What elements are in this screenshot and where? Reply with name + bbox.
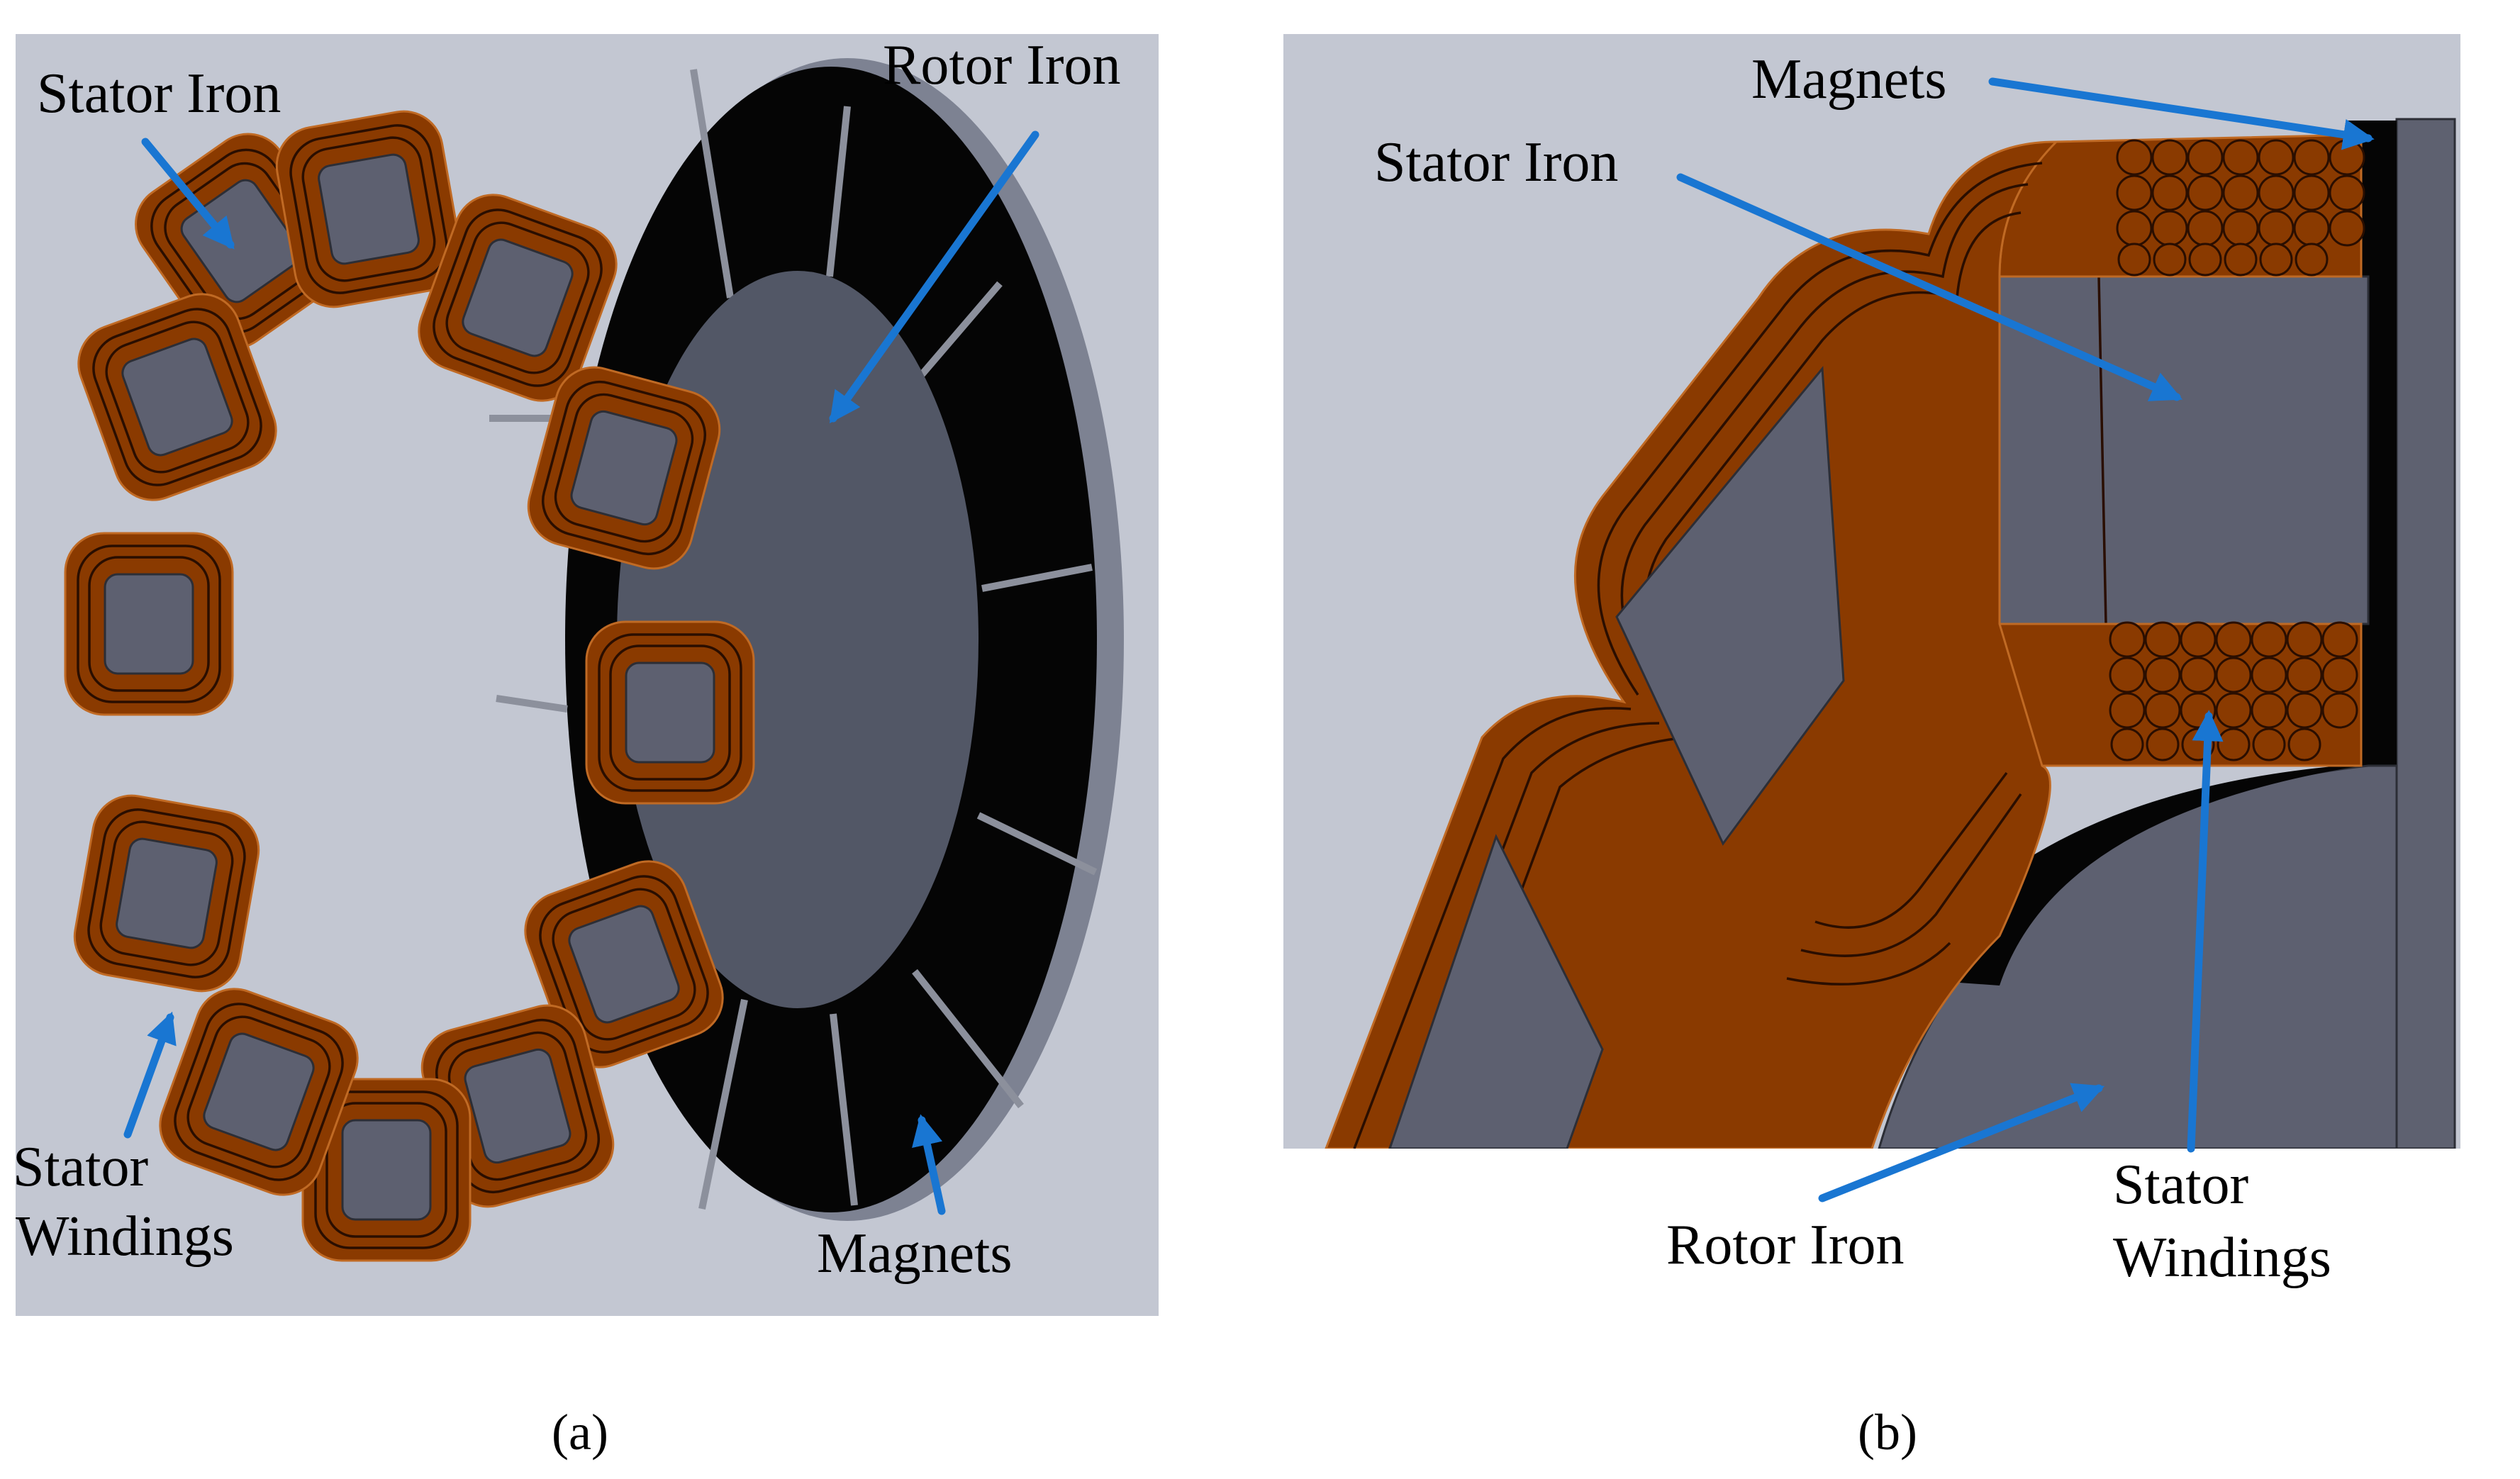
magnet-separators [489, 69, 1098, 1210]
caption-a: (a) [552, 1404, 608, 1461]
label-a-stator-windings-line2: Windings [16, 1205, 234, 1268]
arrow-a-rotor-iron [829, 130, 1039, 424]
stator-iron-window-upper [1615, 366, 1845, 846]
stator-coils [64, 110, 755, 1262]
label-b-stator-windings-line1: Stator [2113, 1154, 2248, 1216]
caption-b: (b) [1858, 1404, 1917, 1461]
arrow-b-rotor-iron [1818, 1083, 2105, 1202]
arrow-b-magnets [1988, 77, 2375, 150]
label-b-stator-iron: Stator Iron [1374, 131, 1618, 194]
arrow-a-stator-windings [123, 1011, 177, 1139]
label-b-rotor-iron: Rotor Iron [1666, 1214, 1905, 1276]
label-a-rotor-iron: Rotor Iron [883, 34, 1121, 96]
stator-coil [275, 110, 462, 308]
label-a-magnets: Magnets [817, 1222, 1013, 1285]
stator-coil [527, 366, 721, 570]
stator-coil [418, 194, 618, 402]
stator-iron-core [1984, 275, 2370, 625]
stator-coil [159, 988, 359, 1196]
stator-coil [73, 794, 260, 993]
label-a-stator-iron: Stator Iron [37, 62, 281, 125]
label-b-stator-windings-line2: Windings [2113, 1227, 2331, 1289]
panel-b: Magnets Stator Iron Rotor Iron Stator Wi… [1283, 34, 2460, 1289]
stator-coil [64, 532, 234, 716]
label-b-magnets: Magnets [1751, 48, 1947, 111]
arrow-b-stator-windings [2187, 710, 2224, 1153]
label-a-stator-windings-line1: Stator [13, 1136, 148, 1198]
stator-iron-window-lower [1388, 834, 1604, 1149]
stator-coil [585, 620, 755, 805]
arrow-a-magnets [912, 1114, 946, 1215]
wire-cross-sections-upper [2116, 139, 2365, 277]
stator-coil [77, 293, 277, 501]
back-plate [2395, 118, 2456, 1149]
arrow-b-stator-iron [1676, 173, 2183, 401]
rotor-assembly [489, 58, 1124, 1221]
arrow-a-stator-iron [141, 138, 235, 250]
panel-a: Stator Iron Rotor Iron Stator Windings M… [13, 34, 1159, 1316]
stator-coil [301, 1078, 472, 1262]
rotor-dark-wedge [1900, 766, 2361, 986]
